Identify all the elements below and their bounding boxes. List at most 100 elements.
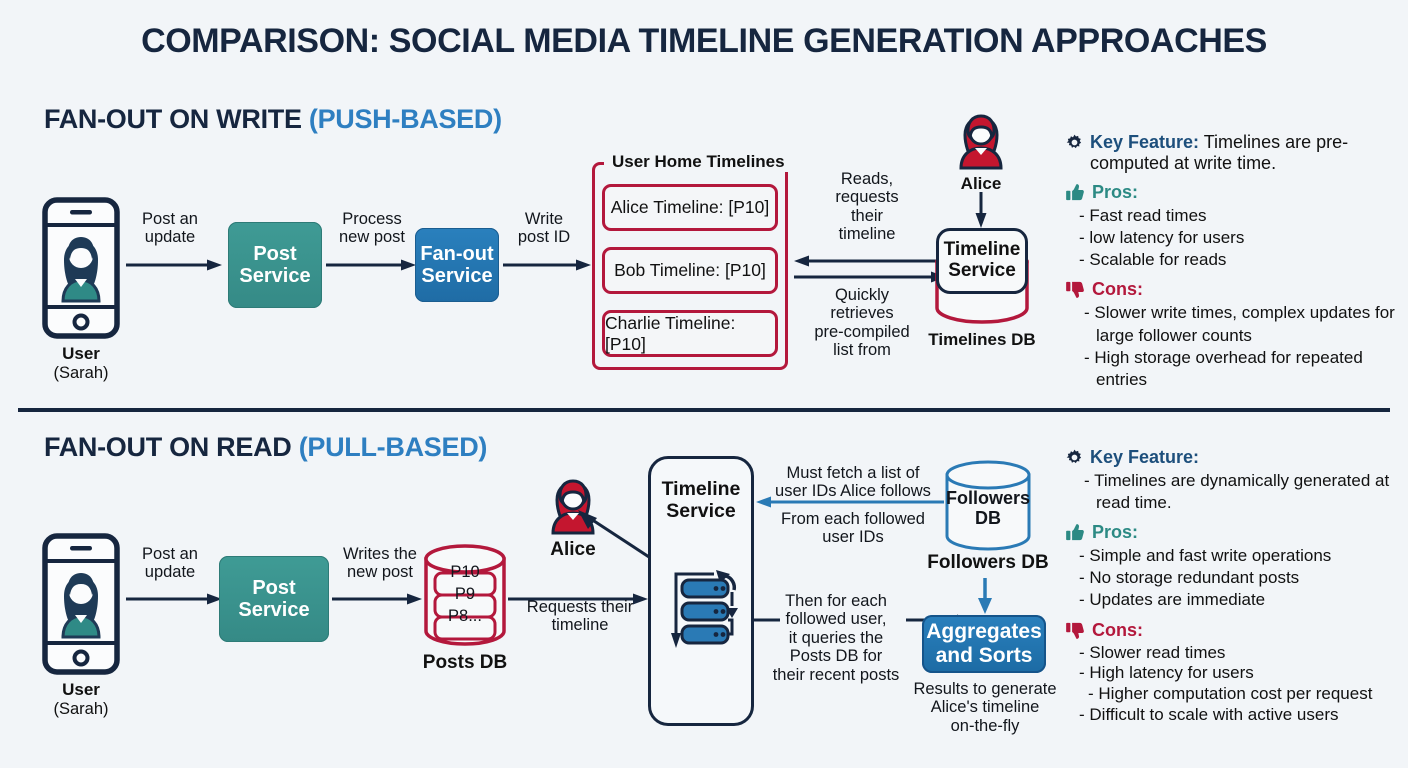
- user-home-timelines-title: User Home Timelines: [604, 152, 793, 172]
- server-stack-icon: [671, 570, 738, 648]
- followers-db-cylinder: [945, 460, 1031, 551]
- section-title-main: FAN-OUT ON WRITE: [44, 104, 309, 134]
- followers-db-label: Followers DB: [927, 552, 1049, 573]
- section-title-fanout-write: FAN-OUT ON WRITE (PUSH-BASED): [44, 104, 502, 135]
- phone-user-icon: [42, 197, 120, 339]
- arrow-label-post-update-top: Post an update: [142, 210, 198, 247]
- user-sub-top: (Sarah): [53, 364, 109, 382]
- cons-heading-top: Cons:: [1066, 279, 1408, 300]
- key-feature-label-top: Key Feature:: [1090, 132, 1200, 152]
- timeline-row-charlie: Charlie Timeline: [P10]: [602, 310, 778, 357]
- thumbs-down-icon: [1066, 622, 1084, 639]
- arrow-post-update-bottom: [126, 593, 222, 605]
- arrow-process-post-top: [326, 259, 416, 271]
- section-title-fanout-read: FAN-OUT ON READ (PULL-BASED): [44, 432, 487, 463]
- phone-user-icon: [42, 533, 120, 675]
- arrow-followers-to-aggregates: [978, 578, 992, 614]
- pros-item: - Simple and fast write operations: [1079, 546, 1332, 566]
- arrow-retrieves-right: [794, 271, 946, 283]
- posts-db-label: Posts DB: [422, 652, 508, 673]
- arrow-followers-to-timeline: [756, 496, 944, 508]
- cons-item: - High latency for users: [1079, 663, 1254, 683]
- cons-item: - Slower write times, complex updates fo…: [1084, 303, 1395, 345]
- arrow-label-writes-new-post: Writes the new post: [343, 545, 417, 582]
- user-label-top: User: [62, 344, 100, 363]
- user-phone-top: User (Sarah): [42, 197, 120, 383]
- gear-icon: [1066, 134, 1082, 149]
- cons-item: - Higher computation cost per request: [1088, 684, 1373, 704]
- person-icon: [959, 114, 1003, 170]
- connector-timeline-to-label: [754, 618, 780, 622]
- thumbs-down-icon: [1066, 282, 1084, 299]
- timeline-service-label-bottom: Timeline Service: [661, 478, 741, 522]
- alice-avatar-top: Alice: [952, 113, 1010, 194]
- thumbs-up-icon: [1066, 524, 1084, 541]
- thumbs-up-icon: [1066, 184, 1084, 201]
- post-service-box-bottom[interactable]: Post Service: [219, 556, 329, 642]
- key-feature-heading-top: Key Feature: Timelines are pre-computed …: [1066, 132, 1408, 174]
- panel-fanout-read: Key Feature: - Timelines are dynamically…: [1066, 447, 1408, 726]
- arrow-label-post-update-bottom: Post an update: [142, 545, 198, 582]
- arrow-post-update-top: [126, 259, 222, 271]
- pros-label-top: Pros:: [1092, 182, 1139, 203]
- cons-label-top: Cons:: [1092, 279, 1143, 300]
- key-feature-text-top: Timelines are pre-computed at write time…: [1090, 132, 1349, 174]
- pros-item: - Updates are immediate: [1079, 590, 1266, 610]
- gear-icon: [1066, 449, 1082, 464]
- cons-label-bottom: Cons:: [1092, 619, 1143, 640]
- pros-list-bottom: - Simple and fast write operations - No …: [1066, 545, 1408, 611]
- posts-db-item-p8: P8...: [448, 607, 482, 625]
- user-label-bottom: User: [62, 680, 100, 699]
- timelines-db-label: Timelines DB: [928, 330, 1036, 349]
- cons-list-top: - Slower write times, complex updates fo…: [1066, 302, 1408, 390]
- timeline-row-alice: Alice Timeline: [P10]: [602, 184, 778, 231]
- cons-item: - Difficult to scale with active users: [1079, 704, 1339, 724]
- arrow-label-process-post-top: Process new post: [338, 210, 406, 247]
- pros-heading-bottom: Pros:: [1066, 522, 1408, 543]
- cons-heading-bottom: Cons:: [1066, 620, 1408, 641]
- arrow-requests-timeline: [508, 593, 648, 605]
- pros-item: - Scalable for reads: [1079, 250, 1227, 270]
- cons-item: - Slower read times: [1079, 642, 1226, 662]
- cons-list-bottom: - Slower read times - High latency for u…: [1066, 643, 1408, 726]
- arrow-write-postid: [503, 259, 591, 271]
- posts-db-cylinder: [424, 544, 506, 646]
- posts-db-item-p9: P9: [454, 585, 476, 603]
- posts-db-item-p10: P10: [450, 563, 480, 581]
- pros-label-bottom: Pros:: [1092, 522, 1139, 543]
- aggregates-and-sorts-box[interactable]: Aggregates and Sorts: [922, 615, 1046, 673]
- label-then-for-each: Then for each followed user, it queries …: [772, 592, 900, 684]
- fanout-service-box[interactable]: Fan-out Service: [415, 228, 499, 302]
- page-title: COMPARISON: SOCIAL MEDIA TIMELINE GENERA…: [141, 22, 1267, 60]
- panel-fanout-write: Key Feature: Timelines are pre-computed …: [1066, 132, 1408, 391]
- pros-item: - Fast read times: [1079, 206, 1207, 226]
- person-icon: [551, 479, 595, 535]
- pros-item: - low latency for users: [1079, 228, 1245, 248]
- arrow-label-write-postid: Write post ID: [517, 210, 571, 247]
- alice-avatar-bottom: Alice: [544, 478, 602, 561]
- timeline-row-bob: Bob Timeline: [P10]: [602, 247, 778, 294]
- arrow-alice-to-timeline-service: [975, 192, 987, 228]
- section-title-main-2: FAN-OUT ON READ: [44, 432, 299, 462]
- key-feature-heading-bottom: Key Feature:: [1066, 447, 1408, 468]
- label-requests-their-timeline: Requests their timeline: [526, 598, 634, 635]
- arrow-reads-left: [794, 255, 946, 267]
- arrow-writes-new-post: [332, 593, 422, 605]
- post-service-box-top[interactable]: Post Service: [228, 222, 322, 308]
- followers-db-inner-label: Followers DB: [945, 488, 1030, 529]
- label-quickly-retrieves: Quickly retrieves pre-compiled list from: [814, 286, 910, 360]
- pros-heading-top: Pros:: [1066, 182, 1408, 203]
- pros-list-top: - Fast read times - low latency for user…: [1066, 205, 1408, 271]
- label-from-each-followed: From each followed user IDs: [781, 510, 925, 547]
- pros-item: - No storage redundant posts: [1079, 568, 1300, 588]
- section-title-paren-2: (PULL-BASED): [298, 432, 488, 462]
- alice-label-bottom: Alice: [550, 539, 596, 560]
- label-must-fetch: Must fetch a list of user IDs Alice foll…: [775, 464, 931, 501]
- user-sub-bottom: (Sarah): [53, 700, 109, 718]
- label-results-generate: Results to generate Alice's timeline on-…: [913, 680, 1057, 735]
- timeline-service-box-top[interactable]: Timeline Service: [936, 228, 1028, 294]
- section-divider: [18, 408, 1390, 412]
- label-reads-requests: Reads, requests their timeline: [835, 170, 899, 244]
- section-title-paren: (PUSH-BASED): [308, 104, 502, 134]
